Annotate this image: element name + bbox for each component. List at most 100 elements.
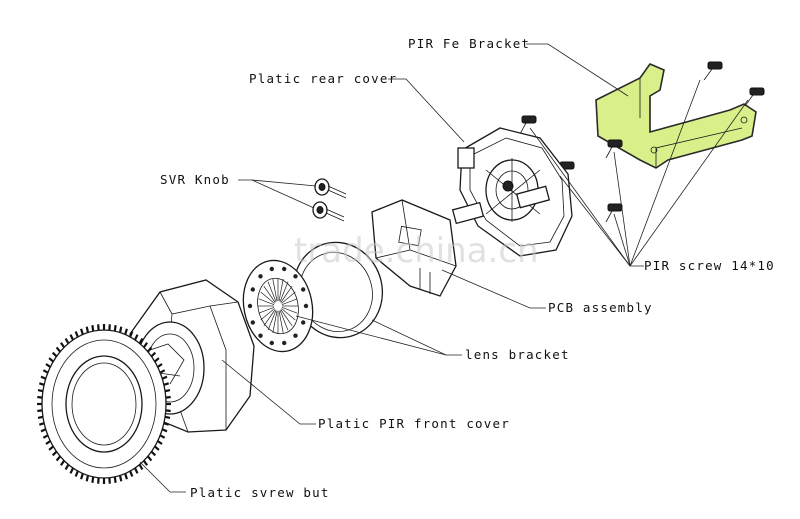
lens-ray: [260, 308, 275, 321]
label-pir-screw: PIR screw 14*10: [644, 258, 775, 273]
gear-tooth: [74, 470, 79, 477]
gear-tooth: [142, 460, 149, 466]
gear-tooth: [45, 440, 51, 445]
lens-ray: [281, 291, 296, 304]
part-labels: PIR Fe Bracket Platic rear cover SVR Kno…: [160, 36, 775, 500]
gear-tooth: [124, 328, 128, 335]
svr-knob-2: [312, 201, 345, 222]
screw-2: [744, 87, 765, 107]
gear-tooth: [113, 476, 117, 483]
lens-hole: [250, 320, 255, 325]
screw-3: [519, 115, 537, 135]
lens-hole: [250, 287, 255, 292]
screw-5: [605, 139, 623, 159]
gear-tooth: [146, 455, 153, 462]
lens-hole: [247, 303, 253, 309]
lens-hole: [258, 274, 263, 279]
lens-ray: [281, 298, 298, 306]
lens-ray: [258, 306, 275, 314]
lens-ray: [267, 281, 277, 302]
gear-tooth: [37, 415, 44, 419]
gear-tooth: [164, 389, 171, 393]
label-svr-knob: SVR Knob: [160, 172, 230, 187]
screw-6: [605, 203, 623, 223]
gear-tooth: [42, 369, 49, 374]
lens-ray: [281, 306, 298, 314]
gear-tooth: [134, 467, 139, 474]
gear-tooth: [55, 346, 62, 353]
label-plastic-screw-nut: Platic svrew but: [190, 485, 330, 500]
gear-tooth: [134, 334, 139, 341]
plastic-screw-nut-part: [37, 324, 171, 484]
gear-tooth: [80, 473, 84, 480]
lens-hole: [282, 340, 287, 346]
gear-tooth: [55, 455, 62, 462]
lens-ray: [278, 310, 284, 334]
gear-tooth: [163, 382, 170, 386]
lens-ray: [263, 309, 276, 326]
gear-tooth: [154, 445, 160, 451]
gear-tooth: [118, 326, 123, 333]
gear-tooth: [51, 450, 58, 457]
gear-tooth: [74, 331, 79, 338]
lens-hole: [293, 274, 298, 279]
lens-hole: [293, 333, 298, 338]
gear-tooth: [69, 467, 74, 474]
gear-tooth: [129, 470, 134, 477]
gear-tooth: [113, 325, 117, 332]
svr-knob-1: [314, 178, 347, 199]
gear-tooth: [161, 375, 168, 380]
lens-hole: [269, 266, 274, 272]
lens-hole: [282, 266, 287, 272]
lens-ray: [279, 310, 289, 331]
lens-ray: [263, 286, 276, 303]
gear-tooth: [51, 351, 58, 358]
gear-tooth: [165, 409, 171, 413]
screw-1: [703, 61, 723, 81]
gear-tooth: [38, 422, 45, 426]
gear-tooth: [40, 375, 47, 380]
gear-tooth: [159, 434, 166, 439]
gear-tooth: [142, 342, 149, 348]
label-plastic-rear-cover: Platic rear cover: [249, 71, 397, 86]
label-plastic-pir-front-cover: Platic PIR front cover: [318, 416, 510, 431]
gear-tooth: [146, 346, 153, 353]
gear-tooth: [48, 445, 54, 451]
lens-hole: [269, 340, 274, 346]
watermark-text: trade.china.cn: [294, 231, 539, 271]
gear-tooth: [48, 357, 54, 363]
gear-tooth: [37, 389, 44, 393]
leader-lines: [139, 43, 749, 493]
gear-tooth: [64, 464, 70, 471]
lens-hole: [301, 320, 306, 325]
label-lens-bracket: lens bracket: [465, 347, 570, 362]
gear-tooth: [42, 434, 49, 439]
lens-hole: [303, 303, 309, 309]
gear-tooth: [129, 331, 134, 338]
lens-ray: [279, 281, 289, 302]
lens-ray: [278, 278, 284, 302]
gear-tooth: [69, 334, 74, 341]
gear-tooth: [150, 351, 157, 358]
gear-tooth: [91, 476, 95, 483]
lens-hole: [301, 287, 306, 292]
fresnel-lens-part: [242, 259, 314, 353]
lens-ray: [281, 308, 296, 321]
gear-tooth: [59, 460, 66, 466]
label-pcb-assembly: PCB assembly: [548, 300, 653, 315]
gear-tooth: [165, 395, 171, 399]
lens-ray: [280, 309, 293, 326]
gear-tooth: [161, 428, 168, 433]
gear-tooth: [150, 450, 157, 457]
gear-tooth: [138, 337, 144, 344]
label-pir-fe-bracket: PIR Fe Bracket: [408, 36, 530, 51]
gear-tooth: [40, 428, 47, 433]
gear-tooth: [159, 369, 166, 374]
gear-tooth: [124, 473, 128, 480]
lens-ray: [267, 310, 277, 331]
lens-ray: [272, 278, 278, 302]
lens-ray: [258, 298, 275, 306]
plastic-rear-cover-part: [451, 127, 573, 257]
gear-tooth: [85, 326, 90, 333]
